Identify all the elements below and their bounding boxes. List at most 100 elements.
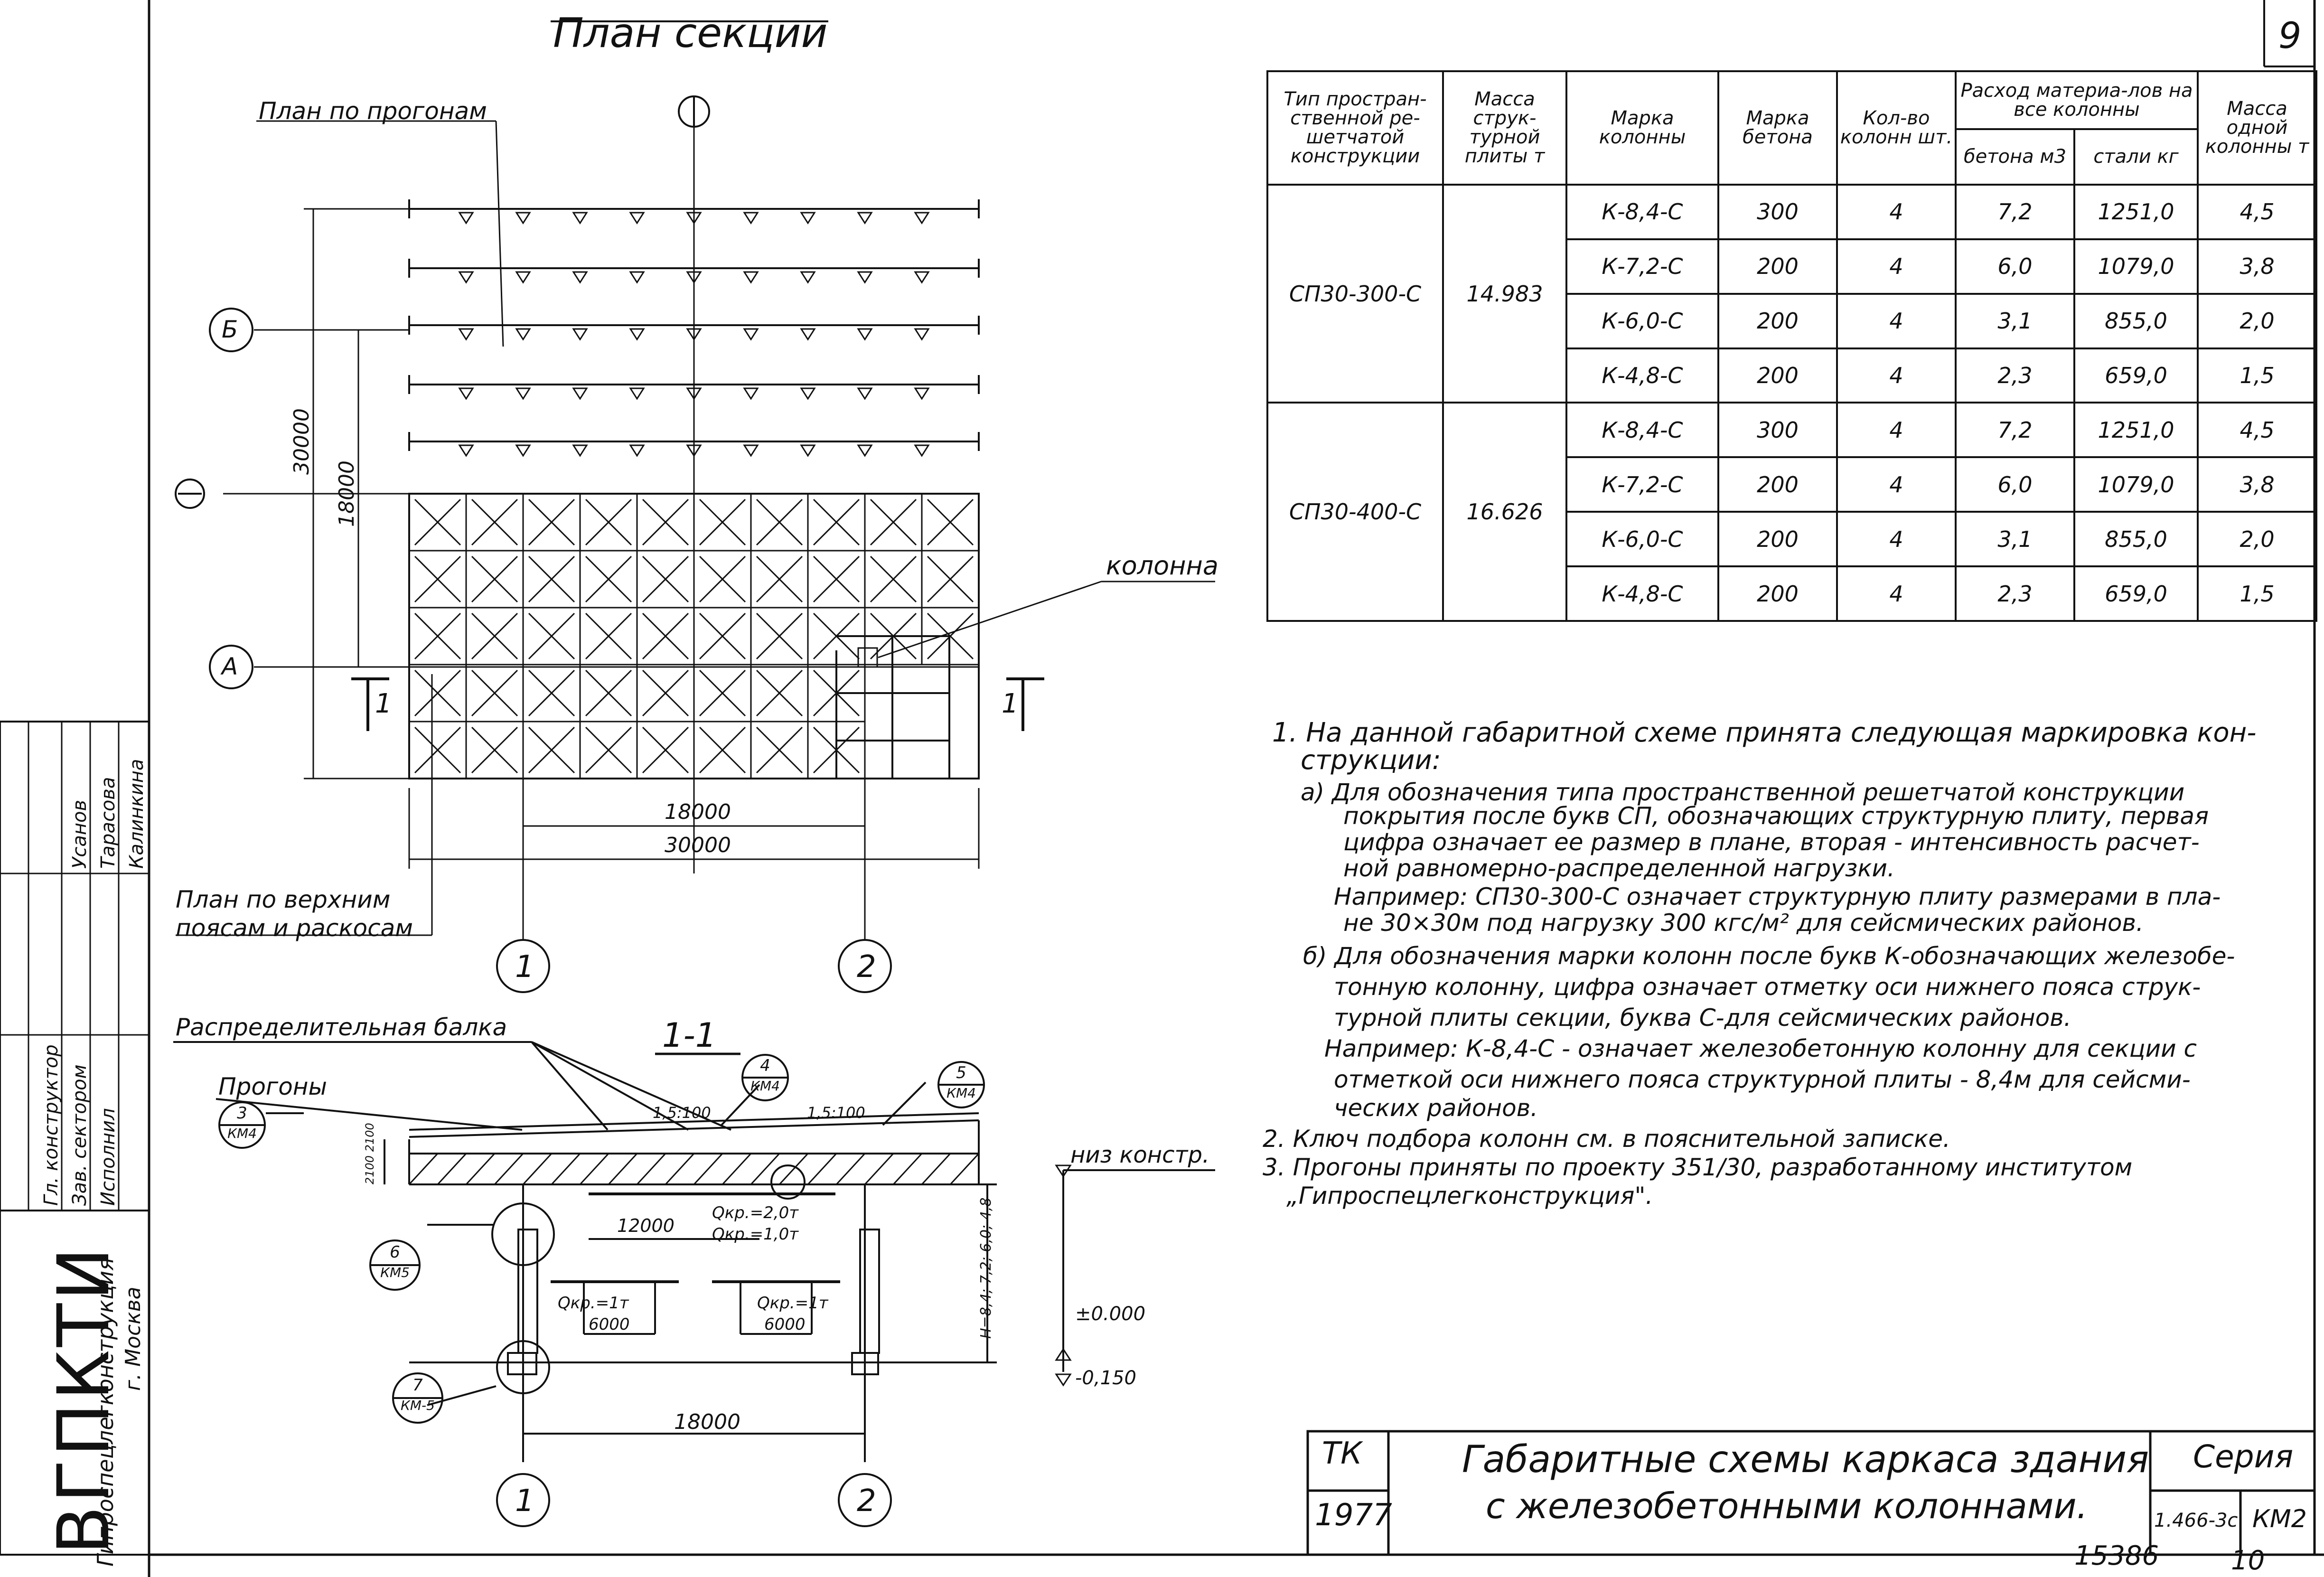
grid-diagonal [870,555,917,603]
callout-3-num: 3 [237,1104,247,1123]
grid-diagonal [927,555,974,603]
crane-1-span: 6000 [589,1315,630,1334]
cell-mark: К-8,4-С [1565,402,1719,459]
dim-18000-section: 18000 [674,1410,740,1434]
purlin-support-mark [629,212,645,225]
grid-diagonal [528,669,575,717]
truss-diagonal [778,1153,809,1185]
purlin-support-mark [629,328,645,341]
cell-steel: 1079,0 [2073,456,2199,513]
header-steel: стали кг [2073,128,2199,186]
purlin-support-mark [914,271,930,284]
title-block [1306,1430,2316,1556]
cell-qty: 4 [1836,292,1957,349]
truss-diagonal [864,1153,894,1185]
callout-5-sheet: КМ4 [946,1085,976,1101]
grid-diagonal [870,498,917,546]
header-concrete-m3: бетона м3 [1955,128,2075,186]
callout-4-num: 4 [760,1056,770,1075]
purlin-support-mark [914,328,930,341]
grid-diagonal [699,726,746,774]
note-b5: отметкой оси нижнего пояса структурной п… [1334,1066,2191,1093]
grid-diagonal [414,669,461,717]
cell-mark: К-6,0-С [1565,292,1719,349]
header-consumption: Расход материа-лов на все колонны [1954,70,2199,130]
callout-6: 6 КМ5 [376,1243,414,1280]
note-1a: 1. На данной габаритной схеме принята сл… [1272,717,2257,748]
purlin-support-mark [515,271,531,284]
header-mark: Марка колонны [1565,70,1719,186]
note-a5: Например: СП30-300-С означает структурну… [1334,883,2221,911]
purlin-support-mark [572,328,588,341]
cell-qty: 4 [1836,183,1957,240]
cell-volume: 6,0 [1955,238,2075,295]
purlin-support-mark [914,212,930,225]
cell-volume: 7,2 [1955,183,2075,240]
cell-unit: 2,0 [2197,292,2318,349]
grid-diagonal [642,498,689,546]
cell-mass: 16.626 [1442,402,1567,622]
callout-7-sheet: КМ-5 [401,1398,435,1413]
cell-unit: 4,5 [2197,402,2318,459]
note-b3: турной плиты секции, буква С-для сейсмич… [1334,1004,2071,1032]
purlin-support-mark [515,444,531,457]
truss-diagonal [949,1153,980,1185]
note-b4: Например: К-8,4-С - означает железобетон… [1324,1035,2197,1062]
section-beam-label: Распределительная балка [176,1014,507,1041]
cell-steel: 1079,0 [2073,238,2199,295]
callout-3-sheet: КМ4 [227,1126,257,1141]
header-mass: Масса струк-турной плиты т [1442,70,1567,186]
callout-5-num: 5 [956,1063,966,1082]
grid-diagonal [414,612,461,660]
callout-6-num: 6 [390,1243,400,1262]
header-unit-mass: Масса одной колонны т [2197,70,2318,186]
header-type: Тип простран-ственной ре-шетчатой констр… [1266,70,1444,186]
series-label: Серия [2193,1438,2294,1475]
stamp-name-1: Усанов [69,799,91,869]
purlin-support-mark [743,387,759,400]
cell-qty: 4 [1836,238,1957,295]
purlin-support-mark [800,387,816,400]
grid-diagonal [756,669,803,717]
truss-diagonal [693,1153,723,1185]
header-concrete: Марка бетона [1717,70,1838,186]
section-axis-2: 2 [857,1483,876,1519]
grid-diagonal [414,726,461,774]
grid-diagonal [585,726,632,774]
axis-label-1: 1 [515,949,534,985]
purlin-support-mark [743,271,759,284]
cell-mark: К-6,0-С [1565,511,1719,568]
section-truss [408,1112,980,1185]
truss-diagonal [636,1153,666,1185]
crane-2-load: Qкр.=1т [757,1294,828,1313]
grid-diagonal [528,726,575,774]
truss-diagonal [608,1153,638,1185]
truss-diagonal [835,1153,866,1185]
elevation-negative: -0,150 [1075,1367,1136,1389]
truss-diagonal [807,1153,837,1185]
grid-diagonal [528,612,575,660]
section-bottom-label: низ констр. [1070,1142,1210,1168]
grid-diagonal [471,498,518,546]
grid-diagonal [471,555,518,603]
note-b6: ческих районов. [1334,1094,1538,1122]
truss-diagonal [921,1153,951,1185]
note-a2: покрытия после букв СП, обозначающих стр… [1343,802,2209,830]
plan-title: План секции [553,9,828,57]
grid-diagonal [699,669,746,717]
plan-purlins-label: План по прогонам [259,97,487,125]
cell-concrete: 200 [1717,238,1838,295]
purlin-support-mark [515,387,531,400]
cell-steel: 855,0 [2073,511,2199,568]
truss-diagonal [437,1153,467,1185]
truss-diagonal [522,1153,553,1185]
callout-6-sheet: КМ5 [380,1265,410,1280]
purlin-support-mark [857,387,873,400]
grid-diagonal [699,498,746,546]
truss-diagonal [579,1153,609,1185]
grid-diagonal [471,669,518,717]
grid-diagonal [756,498,803,546]
